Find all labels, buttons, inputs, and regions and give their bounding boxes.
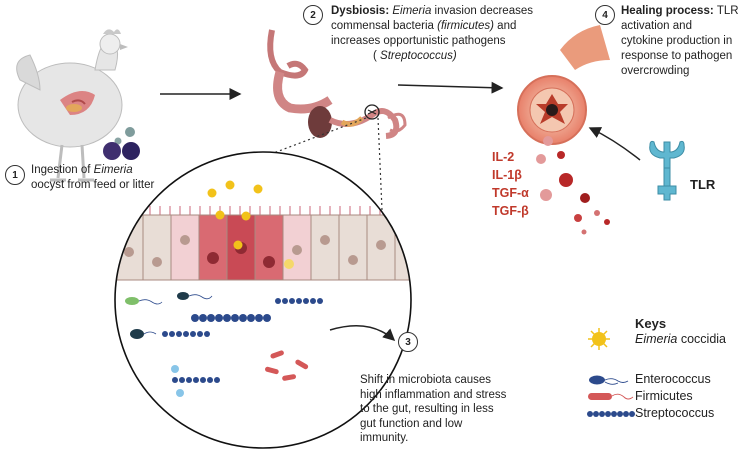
streptococcus-key-icon: [587, 411, 635, 417]
step-3-badge: 3: [398, 332, 418, 352]
step-4-t1: TLR: [716, 5, 739, 17]
arrow-microbiota-shift: [329, 325, 396, 342]
step-4-line: overcrowding: [621, 65, 690, 77]
step-2-title: Dysbiosis:: [331, 5, 393, 17]
step-3-line: high inflammation and stress: [360, 388, 507, 401]
oocyst-particles: [103, 127, 140, 160]
step-2-eimeria: Eimeria: [392, 5, 432, 17]
step-4-line: response to pathogen: [621, 50, 733, 62]
intestine-illustration: [267, 29, 407, 139]
keys-title: Keys: [635, 316, 667, 331]
cytokine-list: IL-2 IL-1β TGF-α TGF-β: [492, 148, 529, 220]
cytokine-label: TGF-α: [492, 186, 529, 200]
key-streptococcus: Streptococcus: [635, 406, 715, 420]
step-2-t1: invasion decreases: [431, 5, 533, 17]
step-3-line: immunity.: [360, 432, 409, 444]
step-2-streptococcus: Streptococcus): [380, 50, 457, 62]
step-1-text: Ingestion of Eimeria oocyst from feed or…: [31, 163, 181, 193]
intestine-cross-section: [517, 25, 610, 145]
key-eimeria-em: Eimeria: [635, 332, 678, 346]
step-2-t4: increases opportunistic pathogens: [331, 35, 506, 47]
step-1-eimeria: Eimeria: [93, 164, 133, 176]
key-firmicutes: Firmicutes: [635, 389, 693, 403]
cytokine-label: IL-2: [492, 150, 515, 164]
tlr-label: TLR: [690, 177, 716, 192]
step-3-line: Shift in microbiota causes: [360, 374, 492, 386]
key-eimeria: Eimeria coccidia: [635, 332, 726, 346]
tlr-receptor-icon: [649, 140, 685, 201]
step-4-line: cytokine production in: [621, 35, 733, 47]
cytokine-label: IL-1β: [492, 168, 522, 182]
step-1-text-b: oocyst from feed or litter: [31, 179, 155, 191]
step-2-t5: (: [373, 50, 381, 62]
step-2-firmicutes: (firmicutes): [437, 20, 494, 32]
eimeria-key-icon: [588, 328, 610, 350]
key-eimeria-rest: coccidia: [677, 332, 727, 346]
arrow-tlr: [588, 127, 641, 161]
step-1-text-a: Ingestion of: [31, 164, 94, 176]
step-4-badge: 4: [595, 5, 615, 25]
step-3-text: Shift in microbiota causes high inflamma…: [360, 373, 530, 446]
cytokine-dots: [536, 136, 610, 235]
chicken-illustration: [16, 29, 128, 182]
arrow-healing: [397, 81, 504, 94]
key-enterococcus: Enterococcus: [635, 372, 711, 386]
step-1-badge: 1: [5, 165, 25, 185]
cytokine-label: TGF-β: [492, 204, 529, 218]
step-3-line: gut function and low: [360, 417, 463, 430]
step-4-title: Healing process:: [621, 5, 717, 17]
step-4-line: activation and: [621, 20, 692, 32]
step-2-text: Dysbiosis: Eimeria invasion decreases co…: [331, 4, 571, 64]
step-2-badge: 2: [303, 5, 323, 25]
step-2-t3: and: [493, 20, 517, 32]
step-3-line: to the gut, resulting in less: [360, 403, 494, 415]
step-2-t2: commensal bacteria: [331, 20, 438, 32]
enterococcus-key-icon: [589, 375, 629, 385]
zoom-line-right: [377, 117, 383, 211]
step-4-text: Healing process: TLR activation and cyto…: [621, 4, 743, 79]
gut-zoom-circle: [114, 151, 412, 449]
firmicutes-key-icon: [588, 393, 634, 400]
